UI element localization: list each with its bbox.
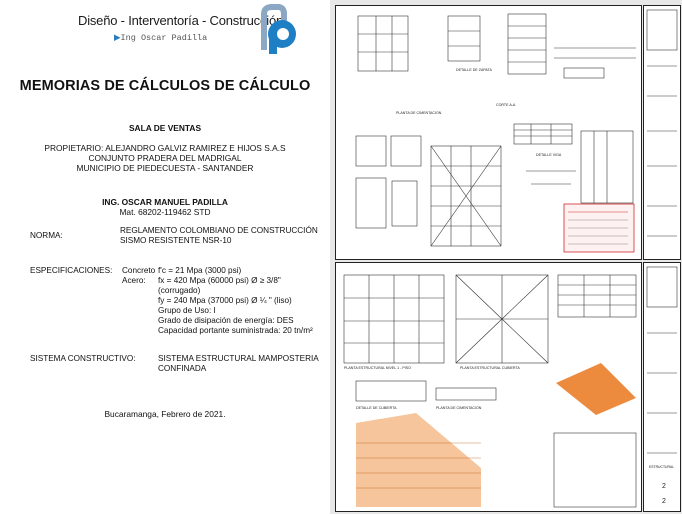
spec-line-6: Grado de disipación de energía: DES [158, 316, 294, 325]
norma-line-2: SISMO RESISTENTE NSR-10 [120, 236, 232, 245]
spec-line-5: Grupo de Uso: I [158, 306, 216, 315]
spec-line-2: fx = 420 Mpa (60000 psi) Ø ≥ 3/8" [158, 276, 281, 285]
sheet1-label-4: DETALLE VIGA [536, 153, 562, 157]
structural-drawing: PLANTA ESTRUCTURAL NIVEL 1 - PISO PLANTA… [343, 274, 637, 508]
document-title: MEMORIAS DE CÁLCULOS DE CÁLCULO [19, 78, 311, 94]
page-total: 2 [662, 498, 666, 505]
spec-line-1: f'c = 21 Mpa (3000 psi) [158, 266, 242, 275]
title-strip-drawing [646, 9, 678, 237]
drawing-sheet-foundations[interactable]: PLANTA DE CIMENTACION DETALLE DE ZAPATA … [335, 5, 642, 260]
owner-line-1: PROPIETARIO: ALEJANDRO GALVIZ RAMIREZ E … [44, 143, 286, 153]
sheet1-label-1: PLANTA DE CIMENTACION [396, 111, 442, 115]
page-number: 2 [662, 483, 666, 490]
spec-line-4: fy = 240 Mpa (37000 psi) Ø ¼ " (liso) [158, 296, 292, 305]
engineer-registration: Mat. 68202-119462 STD [119, 207, 211, 217]
memo-cover-page: Diseño - Interventoría - Construcción ▶I… [0, 0, 330, 514]
arrow-icon: ▶ [114, 33, 121, 43]
spec-label: ESPECIFICACIONES: [30, 266, 113, 275]
project-name: SALA DE VENTAS [128, 123, 202, 133]
system-label: SISTEMA CONSTRUCTIVO: [30, 354, 136, 363]
spec-material-steel: Acero: [122, 276, 146, 285]
sheet1-label-3: CORTE A-A [496, 103, 516, 107]
title-strip-2-drawing: ESTRUCTURAL 2 2 [646, 266, 678, 505]
drawing-sheet-structural[interactable]: PLANTA ESTRUCTURAL NIVEL 1 - PISO PLANTA… [335, 262, 642, 512]
company-logo [261, 4, 296, 54]
sheet2-label-2: PLANTA ESTRUCTURAL CUBIERTA [460, 366, 520, 370]
sheet-footer-label: ESTRUCTURAL [649, 465, 674, 469]
owner-line-3: MUNICIPIO DE PIEDECUESTA - SANTANDER [76, 163, 254, 173]
sheet2-label-4: PLANTA DE CIMENTACION [436, 406, 482, 410]
engineer-name: ING. OSCAR MANUEL PADILLA [102, 197, 228, 207]
system-line-2: CONFINADA [158, 364, 207, 373]
sheet1-label-2: DETALLE DE ZAPATA [456, 68, 492, 72]
owner-line-2: CONJUNTO PRADERA DEL MADRIGAL [88, 153, 242, 163]
engineer-tag-text: Ing Oscar Padilla [120, 33, 208, 43]
engineer-tag: ▶Ing Oscar Padilla [114, 33, 207, 43]
foundations-drawing: PLANTA DE CIMENTACION DETALLE DE ZAPATA … [355, 13, 636, 253]
spec-line-3: (corrugado) [158, 286, 201, 295]
spec-material-concrete: Concreto [122, 266, 156, 275]
spec-line-7: Capacidad portante suministrada: 20 tn/m… [158, 326, 313, 335]
norma-line-1: REGLAMENTO COLOMBIANO DE CONSTRUCCIÓN [120, 226, 318, 235]
sheet2-label-1: PLANTA ESTRUCTURAL NIVEL 1 - PISO [344, 366, 411, 370]
document-date: Bucaramanga, Febrero de 2021. [104, 409, 226, 419]
drawing-sheet-2-title-strip[interactable]: ESTRUCTURAL 2 2 [643, 262, 681, 512]
company-slogan: Diseño - Interventoría - Construcción [78, 13, 284, 28]
drawing-sheet-1-title-strip[interactable] [643, 5, 681, 260]
system-line-1: SISTEMA ESTRUCTURAL MAMPOSTERIA [158, 354, 319, 363]
sheet2-label-3: DETALLE DE CUBIERTA [356, 406, 397, 410]
norma-label: NORMA: [30, 231, 63, 240]
